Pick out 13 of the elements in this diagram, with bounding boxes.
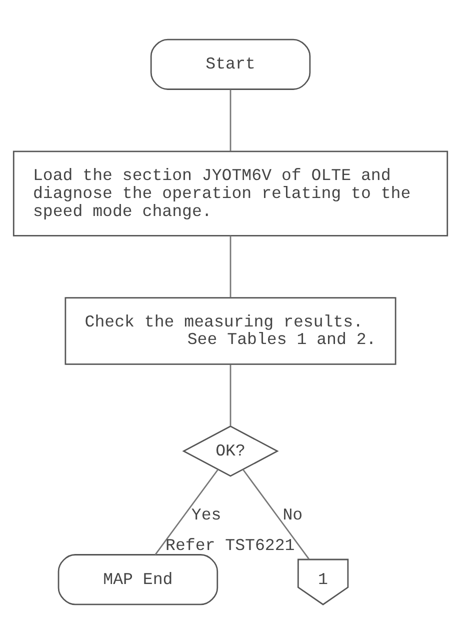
connector <box>230 90 232 152</box>
node-box: Check the measuring results. See Tables 1 and 2. <box>64 297 396 365</box>
connector <box>230 364 232 426</box>
connector <box>230 236 232 298</box>
connector <box>242 469 310 560</box>
edge-label: No <box>282 506 303 525</box>
edge-label: Yes <box>191 506 222 525</box>
node-label: Refer TST6221 <box>166 536 295 556</box>
connector <box>154 469 219 556</box>
node-diamond: OK? <box>182 426 279 477</box>
node-box: Load the section JYOTM6V of OLTE and diagnose the operation relating to the speed mode change. <box>12 150 448 236</box>
node-box: Start <box>150 38 311 90</box>
node-box: MAP End <box>58 554 218 606</box>
